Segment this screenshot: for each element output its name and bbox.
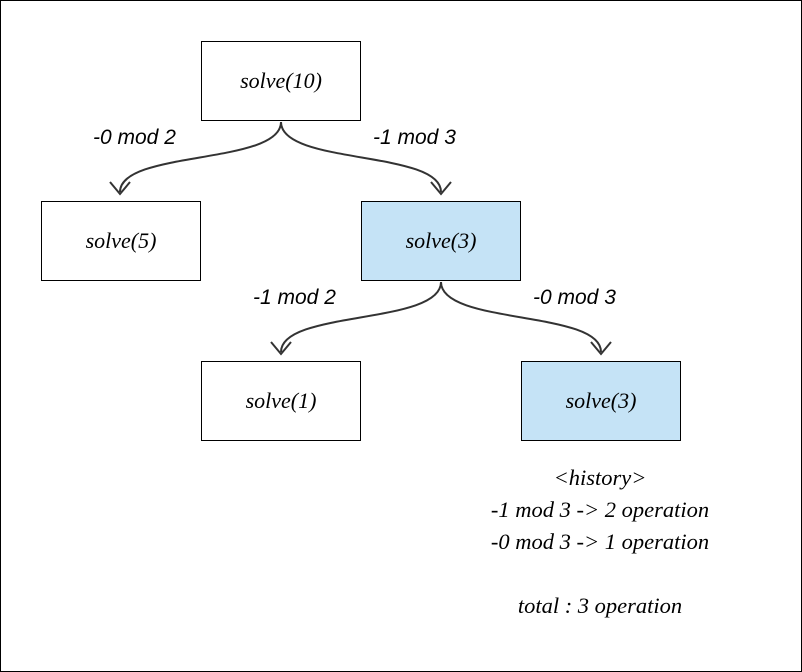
node-right2: solve(3) [521,361,681,441]
edge-label-root-right: -1 mod 3 [373,126,456,149]
history-title: <history> [553,465,647,490]
arrowhead-solve3 [430,181,452,196]
history-line-2: -0 mod 3 -> 1 operation [490,529,710,554]
node-left1: solve(5) [41,201,201,281]
history-panel: <history> -1 mod 3 -> 2 operation -0 mod… [440,462,760,622]
edge-solve3-to-solve1 [280,281,442,353]
node-root: solve(10) [201,41,361,121]
arrowhead-solve5 [109,181,131,196]
node-right1: solve(3) [361,201,521,281]
edge-label-root-left: -0 mod 2 [93,126,176,149]
node-left1-label: solve(5) [85,228,157,253]
history-total: total : 3 operation [517,593,683,618]
node-right1-label: solve(3) [405,228,477,253]
arrowhead-solve1 [270,341,292,356]
edge-root-to-solve5 [119,121,282,193]
history-line-1: -1 mod 3 -> 2 operation [490,497,710,522]
arrowhead-solve3b [590,341,612,356]
edge-root-to-solve3 [280,121,442,193]
history-spacer [440,558,760,590]
edge-label-mid-right: -0 mod 3 [533,286,616,309]
edge-label-mid-left: -1 mod 2 [253,286,336,309]
node-left2: solve(1) [201,361,361,441]
node-left2-label: solve(1) [245,388,317,413]
edge-solve3-to-solve3b [440,281,602,353]
node-root-label: solve(10) [240,68,322,93]
node-right2-label: solve(3) [565,388,637,413]
